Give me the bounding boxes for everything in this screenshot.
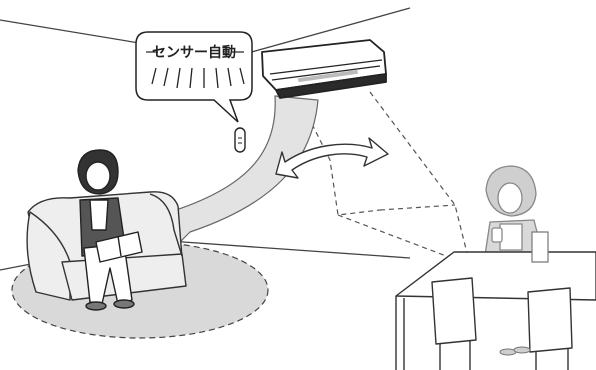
dining-woman-feet (499, 346, 531, 356)
bubble-label: センサー自動 (152, 44, 236, 61)
airflow-band (159, 95, 319, 245)
dining-chair-left (431, 277, 477, 370)
signal-lines (151, 67, 245, 89)
speech-bubble: センサー自動 (135, 31, 253, 123)
remote-control-icon (234, 127, 246, 153)
sensor-detection-cone (299, 91, 471, 266)
seated-woman (77, 149, 143, 311)
dining-chair-back (531, 231, 549, 263)
dining-chair-right (527, 287, 573, 370)
swing-arrow-icon (275, 137, 389, 179)
air-conditioner-icon (261, 39, 387, 99)
